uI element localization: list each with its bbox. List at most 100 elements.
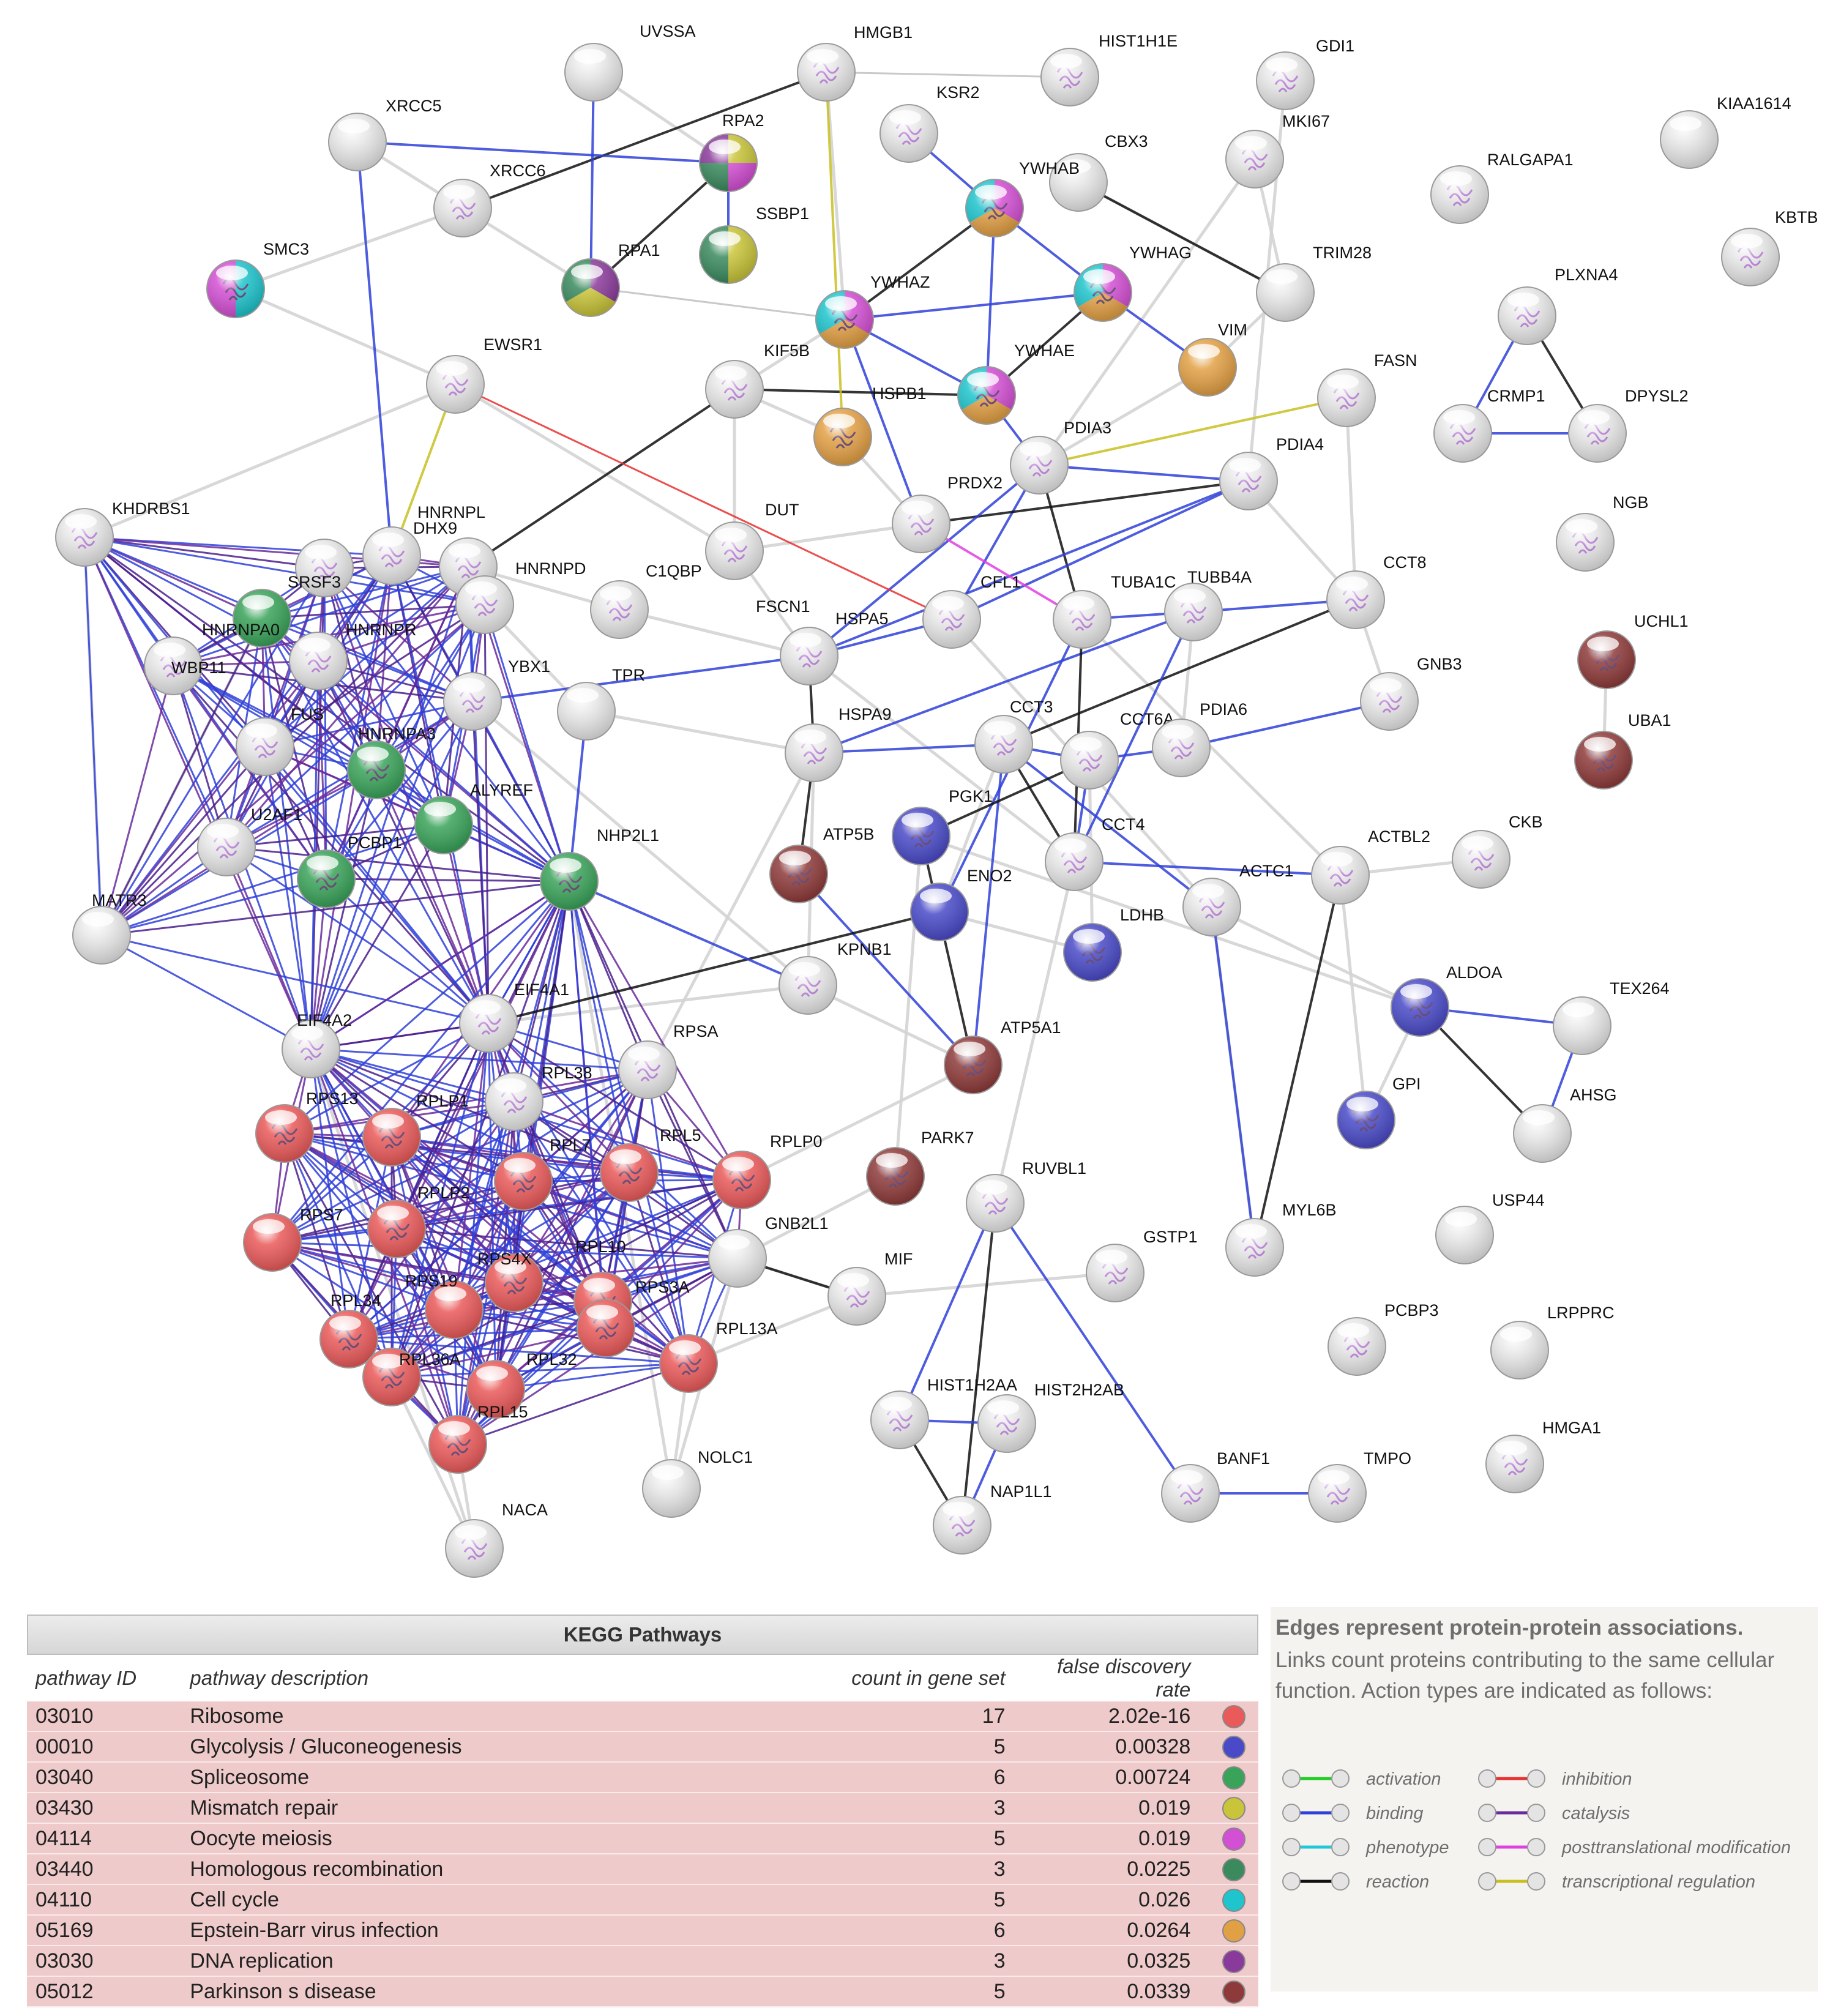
node-ahsg[interactable]: AHSG [1513,1086,1617,1163]
node-hist1h1e[interactable]: HIST1H1E [1040,32,1178,106]
node-kiaa1614[interactable]: KIAA1614 [1660,94,1791,169]
node-mki67[interactable]: MKI67 [1225,112,1330,189]
node-myl6b[interactable]: MYL6B [1225,1201,1337,1277]
node-cct6a[interactable]: CCT6A [1060,710,1174,790]
node-xrcc6[interactable]: XRCC6 [433,162,546,237]
node-eno2[interactable]: ENO2 [910,867,1012,941]
node-atp5b[interactable]: ATP5B [769,825,875,903]
node-actbl2[interactable]: ACTBL2 [1311,827,1430,905]
node-gpi[interactable]: GPI [1337,1075,1421,1149]
node-rpsa[interactable]: RPSA [618,1022,719,1099]
node-ywhae[interactable]: YWHAE [957,342,1075,425]
node-rpl7[interactable]: RPL7 [494,1136,591,1211]
node-ywhab[interactable]: YWHAB [965,159,1080,237]
node-smc3[interactable]: SMC3 [206,240,309,318]
node-rps19[interactable]: RPS19 [405,1272,484,1339]
node-rps4x[interactable]: RPS4X [477,1250,543,1312]
node-rpa2[interactable]: RPA2 [699,111,764,192]
node-rpl13a[interactable]: RPL13A [659,1320,778,1393]
node-uvssa[interactable]: UVSSA [564,22,696,102]
node-plxna4[interactable]: PLXNA4 [1498,266,1618,345]
node-ywhag[interactable]: YWHAG [1074,244,1192,322]
node-alyref[interactable]: ALYREF [414,781,533,854]
node-ywhaz[interactable]: YWHAZ [815,273,930,349]
node-kif5b[interactable]: KIF5B [705,342,810,419]
node-eif4a1[interactable]: EIF4A1 [459,980,569,1053]
node-gnb3[interactable]: GNB3 [1360,655,1462,731]
node-usp44[interactable]: USP44 [1435,1191,1545,1264]
node-dut[interactable]: DUT [705,501,799,580]
node-ssbp1[interactable]: SSBP1 [699,204,809,284]
node-cct8[interactable]: CCT8 [1326,553,1427,629]
node-uchl1[interactable]: UCHL1 [1577,612,1689,689]
node-ruvbl1[interactable]: RUVBL1 [966,1159,1086,1233]
node-tubb4a[interactable]: TUBB4A [1164,568,1252,641]
node-srsf3[interactable]: SRSF3 [288,539,354,597]
node-rpl34[interactable]: RPL34 [319,1291,381,1368]
node-tmpo[interactable]: TMPO [1308,1449,1411,1523]
node-dhx9[interactable]: DHX9 [362,519,457,585]
node-eif4a2[interactable]: EIF4A2 [282,1011,352,1078]
node-hspb1[interactable]: HSPB1 [813,384,927,466]
node-fasn[interactable]: FASN [1317,351,1417,427]
node-xrcc5[interactable]: XRCC5 [328,97,442,171]
node-tex264[interactable]: TEX264 [1553,979,1670,1055]
node-c1qbp[interactable]: C1QBP [590,562,702,639]
node-rplp1[interactable]: RPLP1 [362,1092,469,1167]
node-nhp2l1[interactable]: NHP2L1 [540,826,659,911]
node-naca[interactable]: NACA [445,1501,548,1578]
node-uba1[interactable]: UBA1 [1574,711,1671,790]
node-pgk1[interactable]: PGK1 [892,787,993,865]
node-vim[interactable]: VIM [1178,321,1247,397]
node-rpl36a[interactable]: RPL36A [362,1348,461,1406]
node-aldoa[interactable]: ALDOA [1391,963,1503,1037]
node-u2af1[interactable]: U2AF1 [197,805,302,876]
node-hist1h2aa[interactable]: HIST1H2AA [870,1376,1017,1449]
node-rps7[interactable]: RPS7 [243,1206,343,1272]
node-cct3[interactable]: CCT3 [974,698,1053,774]
node-hnrnpd[interactable]: HNRNPD [455,559,586,634]
node-hmga1[interactable]: HMGA1 [1485,1419,1601,1493]
node-ckb[interactable]: CKB [1452,813,1543,889]
node-ngb[interactable]: NGB [1556,493,1649,572]
node-wbp11[interactable]: WBP11 [144,637,226,695]
node-banf1[interactable]: BANF1 [1161,1449,1270,1523]
node-ybx1[interactable]: YBX1 [443,657,550,731]
node-cct4[interactable]: CCT4 [1045,815,1145,891]
node-rpa1[interactable]: RPA1 [561,241,660,317]
node-hist2h2ab[interactable]: HIST2H2AB [977,1381,1124,1453]
node-ewsr1[interactable]: EWSR1 [426,335,542,414]
node-atp5a1[interactable]: ATP5A1 [944,1018,1061,1094]
node-prdx2[interactable]: PRDX2 [892,474,1003,553]
node-pdia4[interactable]: PDIA4 [1219,435,1324,510]
node-pdia6[interactable]: PDIA6 [1152,700,1247,777]
node-cbx3[interactable]: CBX3 [1049,132,1148,212]
node-rps13[interactable]: RPS13 [255,1089,359,1163]
node-rpl38[interactable]: RPL38 [485,1064,592,1131]
node-ksr2[interactable]: KSR2 [879,83,980,163]
node-hnrnpa0[interactable]: HNRNPA0 [202,589,291,648]
node-actc1[interactable]: ACTC1 [1182,862,1294,936]
node-mif[interactable]: MIF [827,1250,913,1326]
node-cfl1[interactable]: CFL1 [922,573,1021,649]
node-gstp1[interactable]: GSTP1 [1086,1228,1198,1302]
node-rplp0[interactable]: RPLP0 [712,1132,823,1209]
node-nap1l1[interactable]: NAP1L1 [933,1482,1052,1555]
node-rps3a[interactable]: RPS3A [577,1278,690,1357]
node-dpysl2[interactable]: DPYSL2 [1568,387,1689,463]
node-hnrnpr[interactable]: HNRNPR [289,621,417,690]
node-hnrnpa3[interactable]: HNRNPA3 [347,725,436,799]
node-ralgapa1[interactable]: RALGAPA1 [1430,151,1574,224]
node-lrpprc[interactable]: LRPPRC [1490,1304,1615,1379]
node-kpnb1[interactable]: KPNB1 [779,940,892,1015]
node-tuba1c[interactable]: TUBA1C [1053,573,1176,649]
node-nolc1[interactable]: NOLC1 [642,1448,753,1518]
node-kbtb[interactable]: KBTB [1721,208,1818,286]
node-hspa9[interactable]: HSPA9 [785,705,892,782]
node-pdia3[interactable]: PDIA3 [1010,419,1111,495]
node-trim28[interactable]: TRIM28 [1256,244,1372,322]
node-rpl32[interactable]: RPL32 [466,1350,577,1419]
node-hspa5[interactable]: HSPA5 [780,610,889,685]
node-rpl5[interactable]: RPL5 [600,1126,701,1202]
node-pcbp3[interactable]: PCBP3 [1328,1301,1439,1376]
